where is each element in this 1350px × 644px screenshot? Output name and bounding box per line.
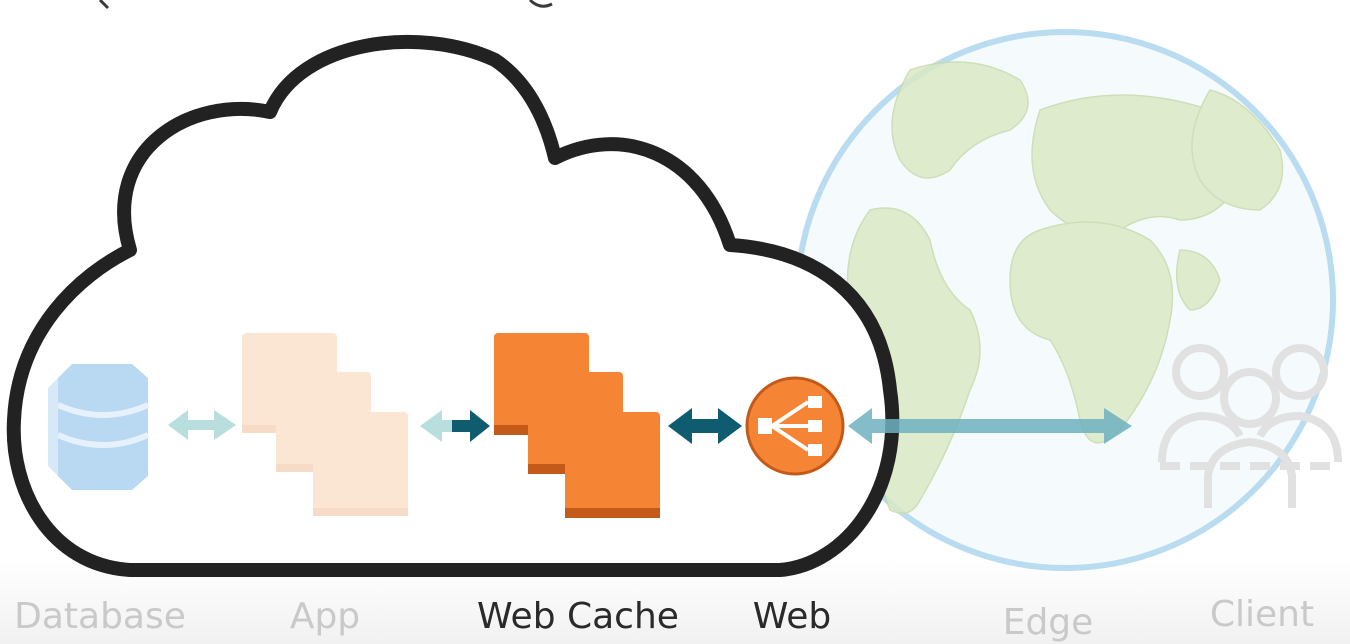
db-app-arrow [168, 410, 236, 440]
load-balancer-icon [745, 376, 845, 476]
tier-label-web: Web [752, 596, 832, 637]
cloud-outline [6, 34, 900, 577]
tier-label-database: Database [14, 596, 186, 637]
web-client-arrow [848, 408, 1132, 444]
app-webcache-arrow [420, 410, 490, 442]
web-cache-servers-icon [494, 333, 660, 518]
app-servers-icon [242, 333, 408, 516]
title-fragment [98, 0, 553, 10]
database-icon [48, 364, 150, 490]
webcache-web-arrow [668, 408, 742, 444]
tier-label-client: Client [1209, 594, 1315, 635]
tier-label-web-cache: Web Cache [477, 596, 679, 637]
client-users-icon [1158, 344, 1342, 508]
tier-label-app: App [289, 596, 361, 637]
globe-icon [794, 29, 1336, 571]
tier-label-edge: Edge [1002, 602, 1094, 643]
